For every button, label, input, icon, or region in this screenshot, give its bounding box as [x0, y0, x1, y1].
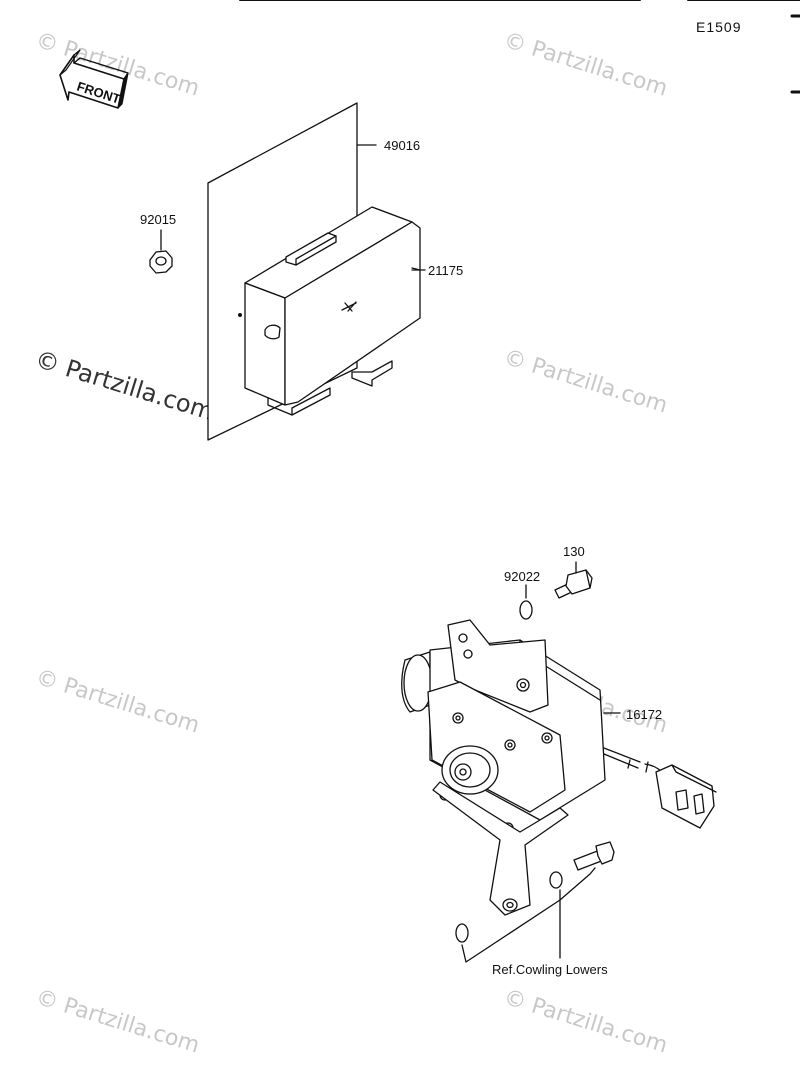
part-label-92015[interactable]: 92015 [140, 212, 177, 227]
svg-text:FRONT: FRONT [75, 79, 122, 107]
page-code: E1509 [696, 19, 742, 35]
washer-lower-left [455, 923, 469, 943]
part-label-92022[interactable]: 92022 [504, 569, 541, 584]
ref-note: Ref.Cowling Lowers [492, 962, 608, 977]
nut-92015 [149, 250, 173, 274]
front-badge: FRONT [75, 79, 122, 107]
washer-lower-right [549, 871, 563, 889]
part-label-49016[interactable]: 49016 [384, 138, 421, 153]
bolt-130 [554, 569, 593, 599]
part-label-16172[interactable]: 16172 [626, 707, 663, 722]
part-label-130[interactable]: 130 [563, 544, 585, 559]
servo-motor-16172 [401, 619, 717, 916]
part-label-21175[interactable]: 21175 [428, 263, 464, 278]
washer-92022 [519, 600, 533, 620]
bolt-lower [573, 841, 615, 871]
control-unit-21175 [238, 206, 421, 416]
front-arrow-icon [59, 49, 129, 109]
